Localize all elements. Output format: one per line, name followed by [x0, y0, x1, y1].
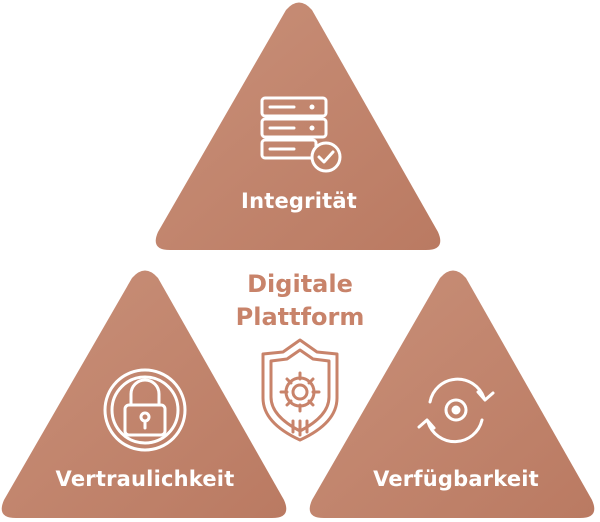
triangle-top: [155, 2, 441, 250]
triangle-label-vertraulichkeit: Vertraulichkeit: [55, 467, 235, 491]
center-title-line-2: Plattform: [235, 303, 365, 331]
center-title: Digitale Plattform: [236, 268, 365, 334]
triangle-label-verfuegbarkeit: Verfügbarkeit: [373, 467, 539, 491]
server-check-icon: [260, 96, 342, 173]
shield-gear-icon: [261, 338, 339, 442]
triangle-label-integritaet: Integrität: [241, 189, 357, 213]
cycle-arrows-icon: [417, 377, 495, 444]
padlock-icon: [103, 368, 187, 452]
center-title-line-1: Digitale: [247, 270, 353, 298]
triangle-bottom-left: [1, 270, 287, 518]
triangle-bottom-right: [309, 270, 595, 518]
